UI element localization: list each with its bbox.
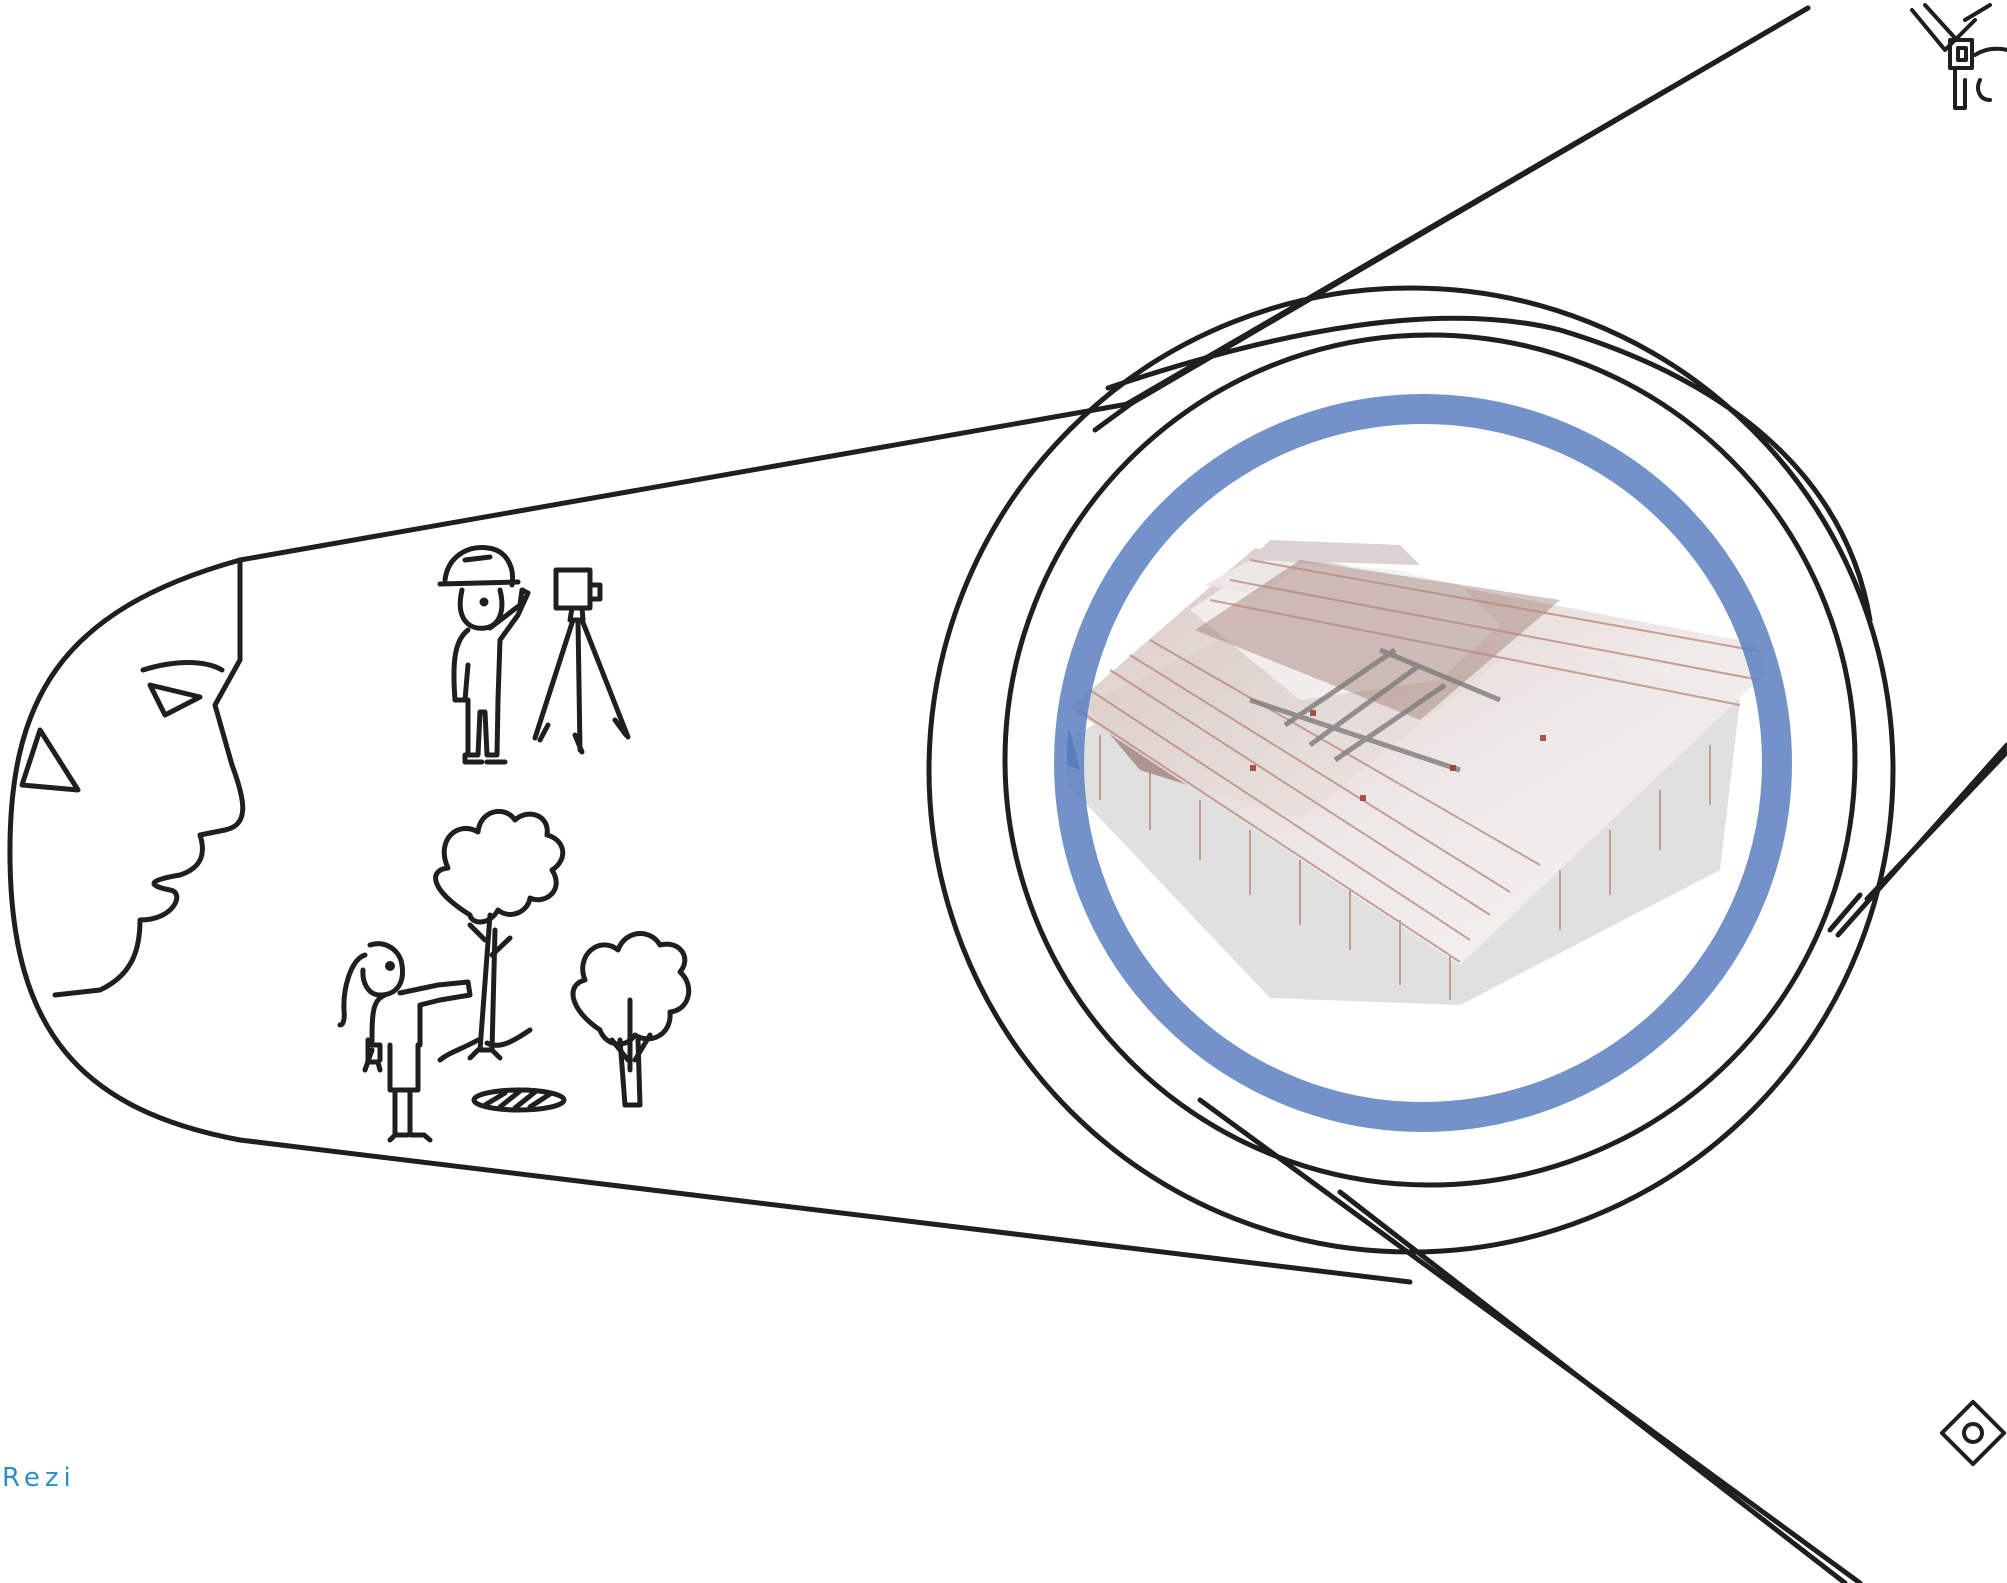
face-profile-icon	[22, 560, 243, 995]
tree-icon	[573, 934, 689, 1105]
zoom-control-icon[interactable]	[1942, 1402, 2004, 1464]
child-planting-tree-icon	[340, 811, 564, 1140]
brand-logo-text: Rezi	[2, 1463, 76, 1493]
house-sketch-icon	[1912, 5, 2007, 108]
bim-building-model	[1035, 540, 1795, 1005]
surveyor-with-tripod-icon	[440, 547, 628, 762]
